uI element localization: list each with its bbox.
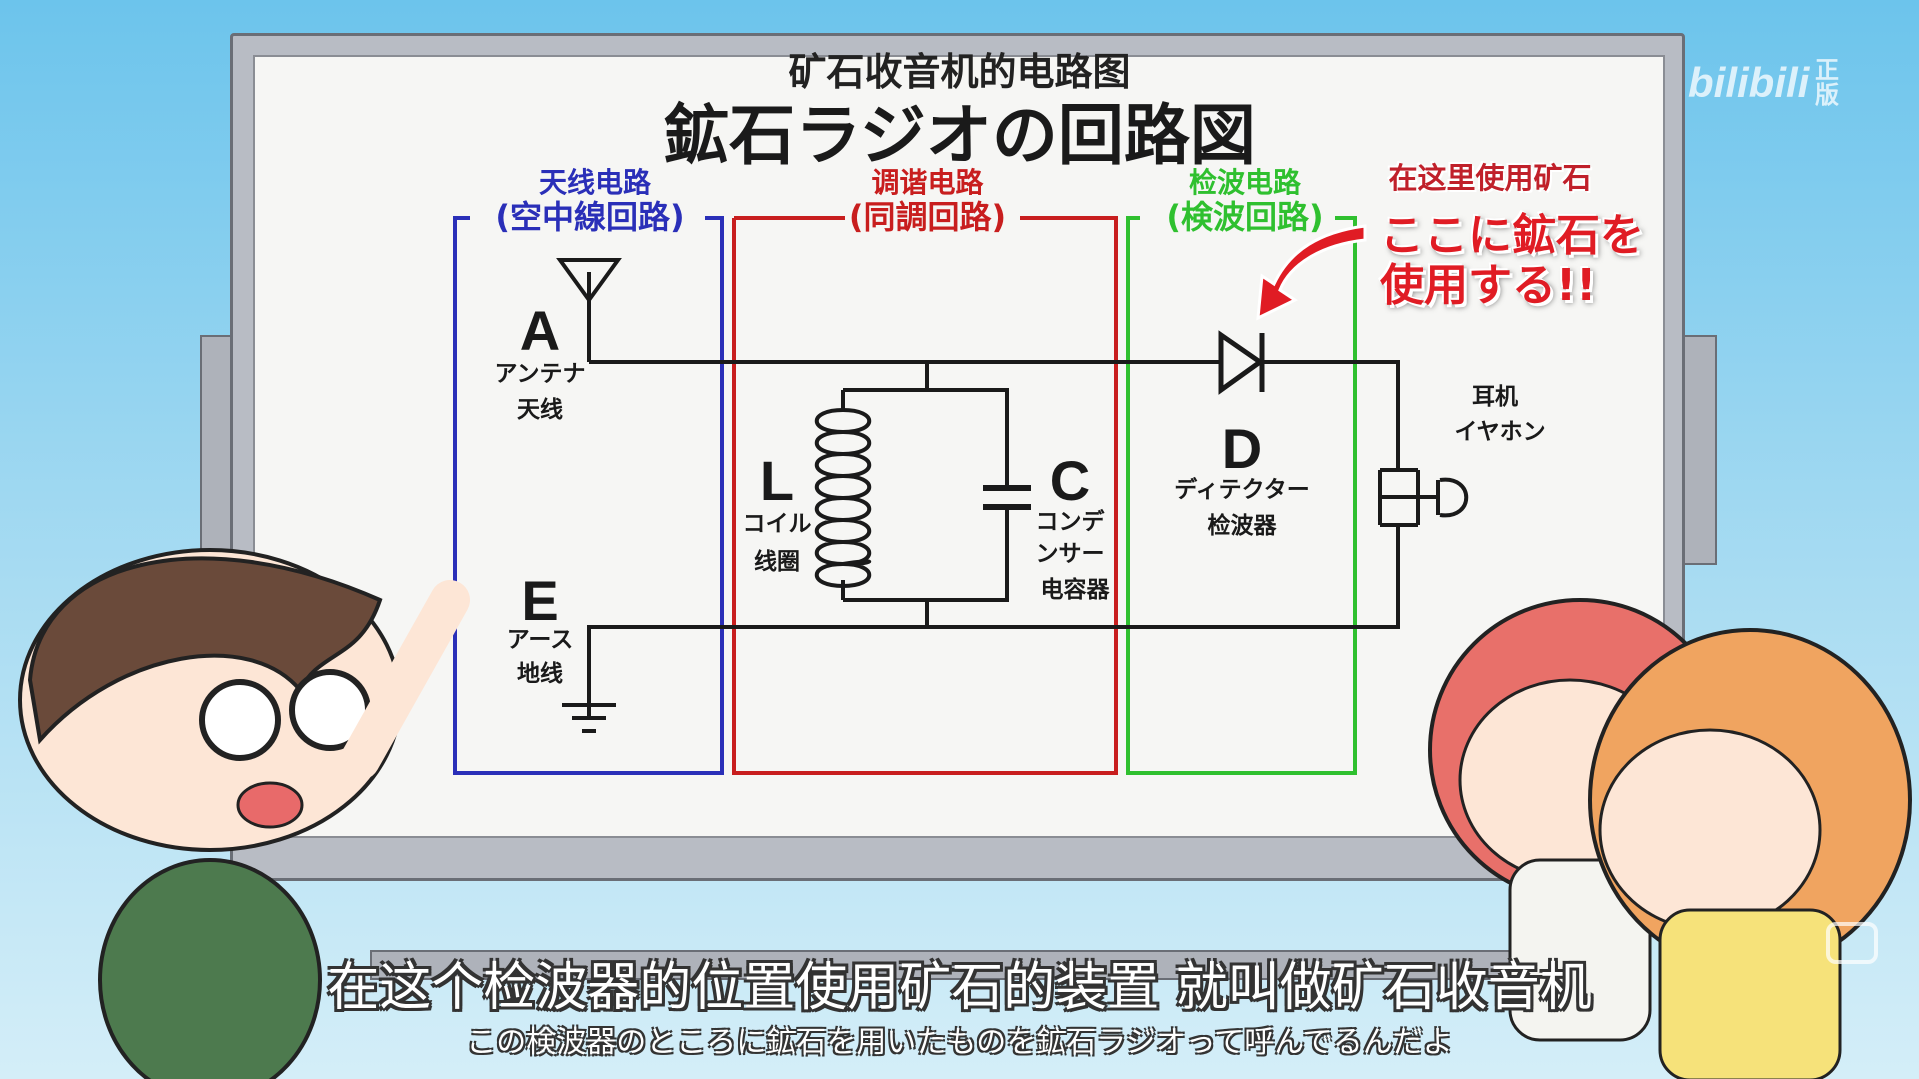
character-boy-with-glasses bbox=[18, 548, 470, 1079]
section-detector-jp: (検波回路) bbox=[1166, 198, 1324, 236]
label-earphone-cn: 耳机 bbox=[1472, 384, 1518, 410]
character-girls bbox=[1428, 598, 1912, 1079]
bilibili-tag: 正版 bbox=[1815, 56, 1839, 110]
label-c-jp1: コンデ bbox=[1035, 509, 1105, 535]
section-tuning-jp: (同調回路) bbox=[848, 198, 1007, 236]
label-e: E bbox=[521, 569, 559, 632]
label-a-cn: 天线 bbox=[517, 397, 563, 423]
label-l: L bbox=[759, 449, 795, 512]
earphone-icon bbox=[1378, 468, 1469, 527]
label-d: D bbox=[1221, 417, 1263, 480]
tuning-circuit-box bbox=[732, 216, 1118, 775]
label-e-cn: 地线 bbox=[517, 661, 563, 687]
subtitle-cn: 在这个检波器的位置使用矿石的装置 就叫做矿石收音机 bbox=[327, 958, 1592, 1018]
label-l-jp: コイル bbox=[742, 511, 812, 537]
label-a-jp: アンテナ bbox=[494, 361, 586, 387]
tv-icon bbox=[1826, 922, 1878, 964]
note-jp-line2: 使用する!! bbox=[1380, 260, 1597, 311]
diode-icon bbox=[1218, 330, 1265, 395]
coil-icon bbox=[814, 408, 872, 589]
section-antenna-cn: 天线电路 bbox=[538, 166, 651, 199]
label-l-cn: 线圈 bbox=[754, 549, 800, 575]
red-arrow-icon bbox=[1256, 224, 1367, 321]
capacitor-icon bbox=[983, 485, 1031, 510]
antenna-icon bbox=[556, 258, 622, 362]
label-c-cn: 电容器 bbox=[1040, 577, 1110, 603]
label-d-cn: 检波器 bbox=[1207, 513, 1277, 539]
detector-circuit-box bbox=[1126, 216, 1357, 775]
bilibili-logo: bilibili bbox=[1688, 59, 1810, 106]
section-detector-cn: 检波电路 bbox=[1188, 166, 1301, 199]
note-jp-line1: ここに鉱石を bbox=[1380, 210, 1644, 261]
note-cn: 在这里使用矿石 bbox=[1388, 161, 1592, 195]
top-wire bbox=[587, 360, 1400, 720]
board-tray bbox=[370, 950, 1550, 980]
subtitle-jp: この検波器のところに鉱石を用いたものを鉱石ラジオって呼んでるんだよ bbox=[466, 1025, 1453, 1060]
label-earphone-jp: イヤホン bbox=[1454, 419, 1546, 445]
label-a: A bbox=[519, 299, 561, 362]
label-c-jp2: ンサー bbox=[1035, 541, 1105, 567]
ground-icon bbox=[562, 703, 616, 733]
section-antenna-jp: (空中線回路) bbox=[495, 198, 685, 236]
whiteboard bbox=[253, 55, 1665, 838]
title-jp: 鉱石ラジオの回路図 bbox=[663, 97, 1256, 174]
label-e-jp: アース bbox=[506, 627, 574, 653]
label-d-jp: ディテクター bbox=[1174, 477, 1310, 503]
antenna-circuit-box bbox=[453, 216, 724, 775]
title-cn: 矿石收音机的电路图 bbox=[788, 50, 1131, 94]
lc-wire bbox=[841, 362, 1009, 627]
label-c: C bbox=[1049, 449, 1091, 512]
section-tuning-cn: 调谐电路 bbox=[871, 166, 984, 199]
